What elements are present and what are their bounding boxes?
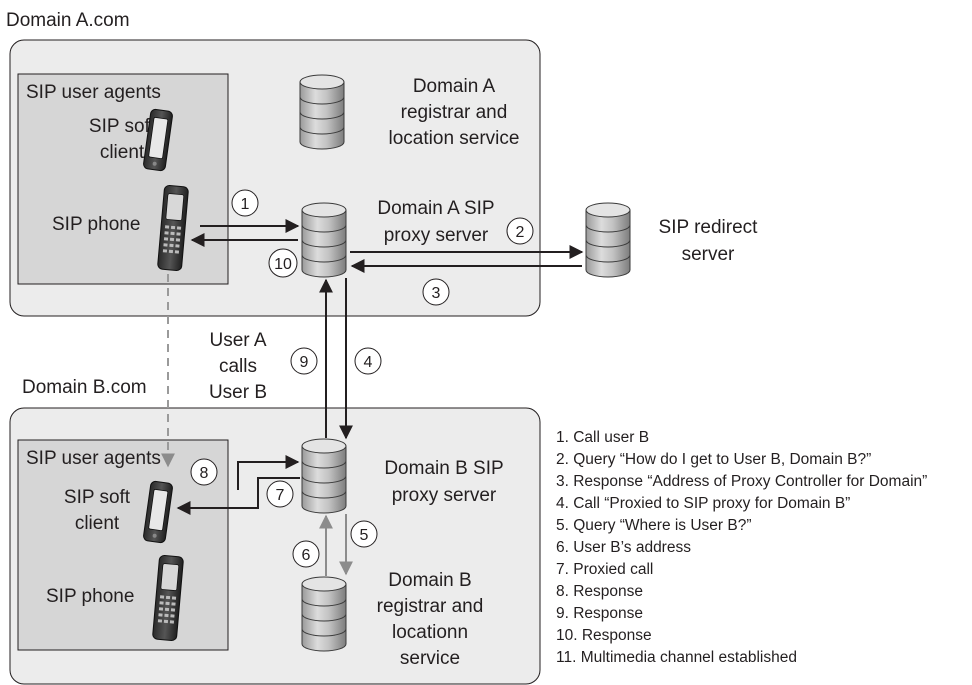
call-note-line-3: User B — [209, 382, 267, 403]
step-3-badge: 3 — [422, 278, 450, 306]
step-9-number: 9 — [300, 354, 309, 371]
legend-item-1: 1. Call user B — [556, 429, 649, 446]
domain-b-proxy-label-2: proxy server — [392, 485, 497, 506]
call-note-line-2: calls — [219, 356, 257, 377]
step-7-number: 7 — [276, 487, 285, 504]
step-1-number: 1 — [241, 196, 250, 213]
arrow-7 — [176, 477, 300, 515]
step-4-badge: 4 — [354, 347, 382, 375]
domain-b-registrar-database-icon — [301, 576, 347, 652]
step-3-number: 3 — [432, 285, 441, 302]
legend-item-2: 2. Query “How do I get to User B, Domain… — [556, 451, 871, 468]
arrow-8 — [237, 455, 300, 490]
domain-b-proxy-database-icon — [301, 438, 347, 514]
step-5-badge: 5 — [350, 520, 378, 548]
step-6-number: 6 — [302, 547, 311, 564]
redirect-server-label-1: SIP redirect — [659, 217, 759, 238]
domain-b-registrar-label-3: locationn — [392, 622, 468, 643]
step-10-badge: 10 — [268, 248, 298, 278]
legend-item-4: 4. Call “Proxied to SIP proxy for Domain… — [556, 495, 850, 512]
step-4-number: 4 — [364, 354, 373, 371]
domain-b-phone-label: SIP phone — [46, 586, 134, 607]
domain-a-proxy-database-icon — [301, 202, 347, 278]
call-note-line-1: User A — [209, 330, 266, 351]
domain-a-registrar-database-icon — [299, 74, 345, 150]
domain-b-soft-client-label-1: SIP soft — [64, 487, 131, 508]
domain-a-user-agents-box — [17, 73, 229, 285]
step-6-badge: 6 — [292, 540, 320, 568]
step-5-number: 5 — [360, 527, 369, 544]
domain-b-title: Domain B.com — [22, 377, 147, 398]
step-10-number: 10 — [274, 256, 292, 273]
domain-b-proxy-label-1: Domain B SIP — [384, 458, 503, 479]
redirect-server-database-icon — [585, 202, 631, 278]
domain-a-registrar-label-1: Domain A — [413, 76, 496, 97]
domain-a-soft-client-label-2: client — [100, 142, 145, 163]
domain-a-proxy-label-1: Domain A SIP — [377, 198, 494, 219]
step-2-number: 2 — [516, 224, 525, 241]
legend-item-11: 11. Multimedia channel established — [556, 649, 797, 666]
legend-item-3: 3. Response “Address of Proxy Controller… — [556, 473, 927, 490]
legend: 1. Call user B 2. Query “How do I get to… — [556, 429, 927, 666]
domain-b-soft-client-label-2: client — [75, 513, 120, 534]
domain-a-registrar-label-2: registrar and — [401, 102, 508, 123]
step-2-badge: 2 — [506, 217, 534, 245]
domain-b-user-agents-title: SIP user agents — [26, 448, 161, 469]
domain-b-registrar-label-2: registrar and — [377, 596, 484, 617]
domain-a-title: Domain A.com — [6, 10, 130, 31]
domain-a-registrar-label-3: location service — [389, 128, 520, 149]
domain-a-soft-client-label-1: SIP soft — [89, 116, 156, 137]
legend-item-9: 9. Response — [556, 605, 643, 622]
step-7-badge: 7 — [266, 480, 294, 508]
domain-b-registrar-label-4: service — [400, 648, 460, 669]
step-8-number: 8 — [200, 465, 209, 482]
step-1-badge: 1 — [231, 189, 259, 217]
legend-item-5: 5. Query “Where is User B?” — [556, 517, 752, 534]
domain-a-user-agents-title: SIP user agents — [26, 82, 161, 103]
legend-item-7: 7. Proxied call — [556, 561, 653, 578]
domain-a-proxy-label-2: proxy server — [384, 225, 489, 246]
legend-item-8: 8. Response — [556, 583, 643, 600]
redirect-server-label-2: server — [682, 244, 735, 265]
domain-b-registrar-label-1: Domain B — [388, 570, 471, 591]
step-9-badge: 9 — [290, 347, 318, 375]
legend-item-10: 10. Response — [556, 627, 652, 644]
domain-a-phone-label: SIP phone — [52, 214, 140, 235]
legend-item-6: 6. User B’s address — [556, 539, 691, 556]
step-8-badge: 8 — [190, 458, 218, 486]
